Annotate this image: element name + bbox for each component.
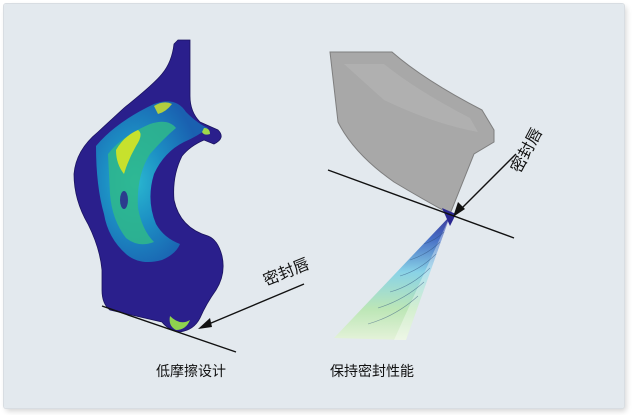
- seal-lip-diagram: 密封唇 低摩擦设计 密封唇 保持密封性能: [4, 4, 624, 408]
- right-caption: 保持密封性能: [330, 363, 414, 380]
- left-callout-arrow: [198, 283, 305, 329]
- right-contact-line: [327, 169, 515, 239]
- left-contact-line: [101, 305, 237, 353]
- right-callout-arrow: [453, 153, 517, 217]
- left-caption: 低摩擦设计: [156, 363, 226, 380]
- figure-frame: 密封唇 低摩擦设计 密封唇 保持密封性能: [4, 4, 624, 408]
- right-seal-model: [329, 51, 495, 340]
- left-fe-seal-model: [73, 39, 224, 333]
